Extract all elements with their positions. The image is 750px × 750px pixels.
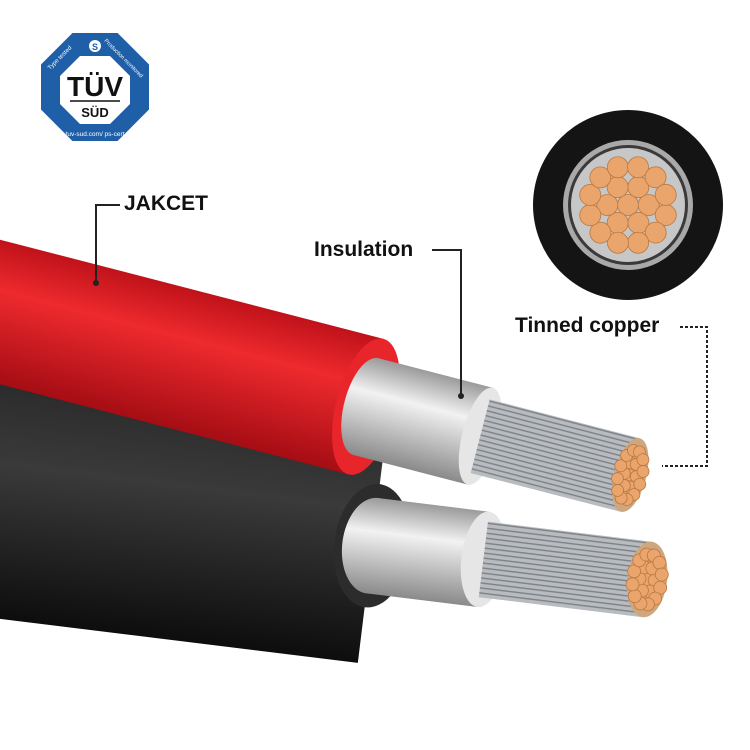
copper-strand [627,231,650,254]
copper-leader-line [662,326,708,467]
copper-strand [607,231,629,254]
copper-strand [579,204,602,227]
red-conductor [470,399,640,512]
copper-strand [637,194,660,216]
copper-strand [579,184,602,206]
red-cable [0,229,650,513]
tuv-url: tuv-sud.com/ ps-cert [66,131,125,138]
copper-strand [589,221,612,244]
copper-strand [606,156,629,179]
tinned-copper-label: Tinned copper [515,314,660,337]
tuv-brand: TÜV [67,71,123,102]
cable-cross-section [533,110,723,300]
black-conductor [478,521,652,618]
svg-text:S: S [92,42,98,52]
tuv-sub: SÜD [81,105,108,120]
jacket-label: JAKCET [124,192,209,215]
copper-strand [589,166,612,189]
tuv-sud-certification-logo: S TÜV SÜD tuv-sud.com/ ps-cert Type test… [39,31,151,143]
copper-strand [611,472,624,485]
insulation-label: Insulation [314,238,414,261]
red-jacket [0,229,384,475]
copper-strand [644,221,667,244]
copper-strand [617,194,639,216]
copper-strand [644,166,667,189]
copper-strand [596,194,619,216]
copper-strand [627,156,649,179]
jacket-leader-line [95,204,120,282]
copper-strand [654,183,677,206]
insulation-leader-line [432,249,462,395]
copper-strand [654,567,669,582]
copper-strand [636,465,650,478]
